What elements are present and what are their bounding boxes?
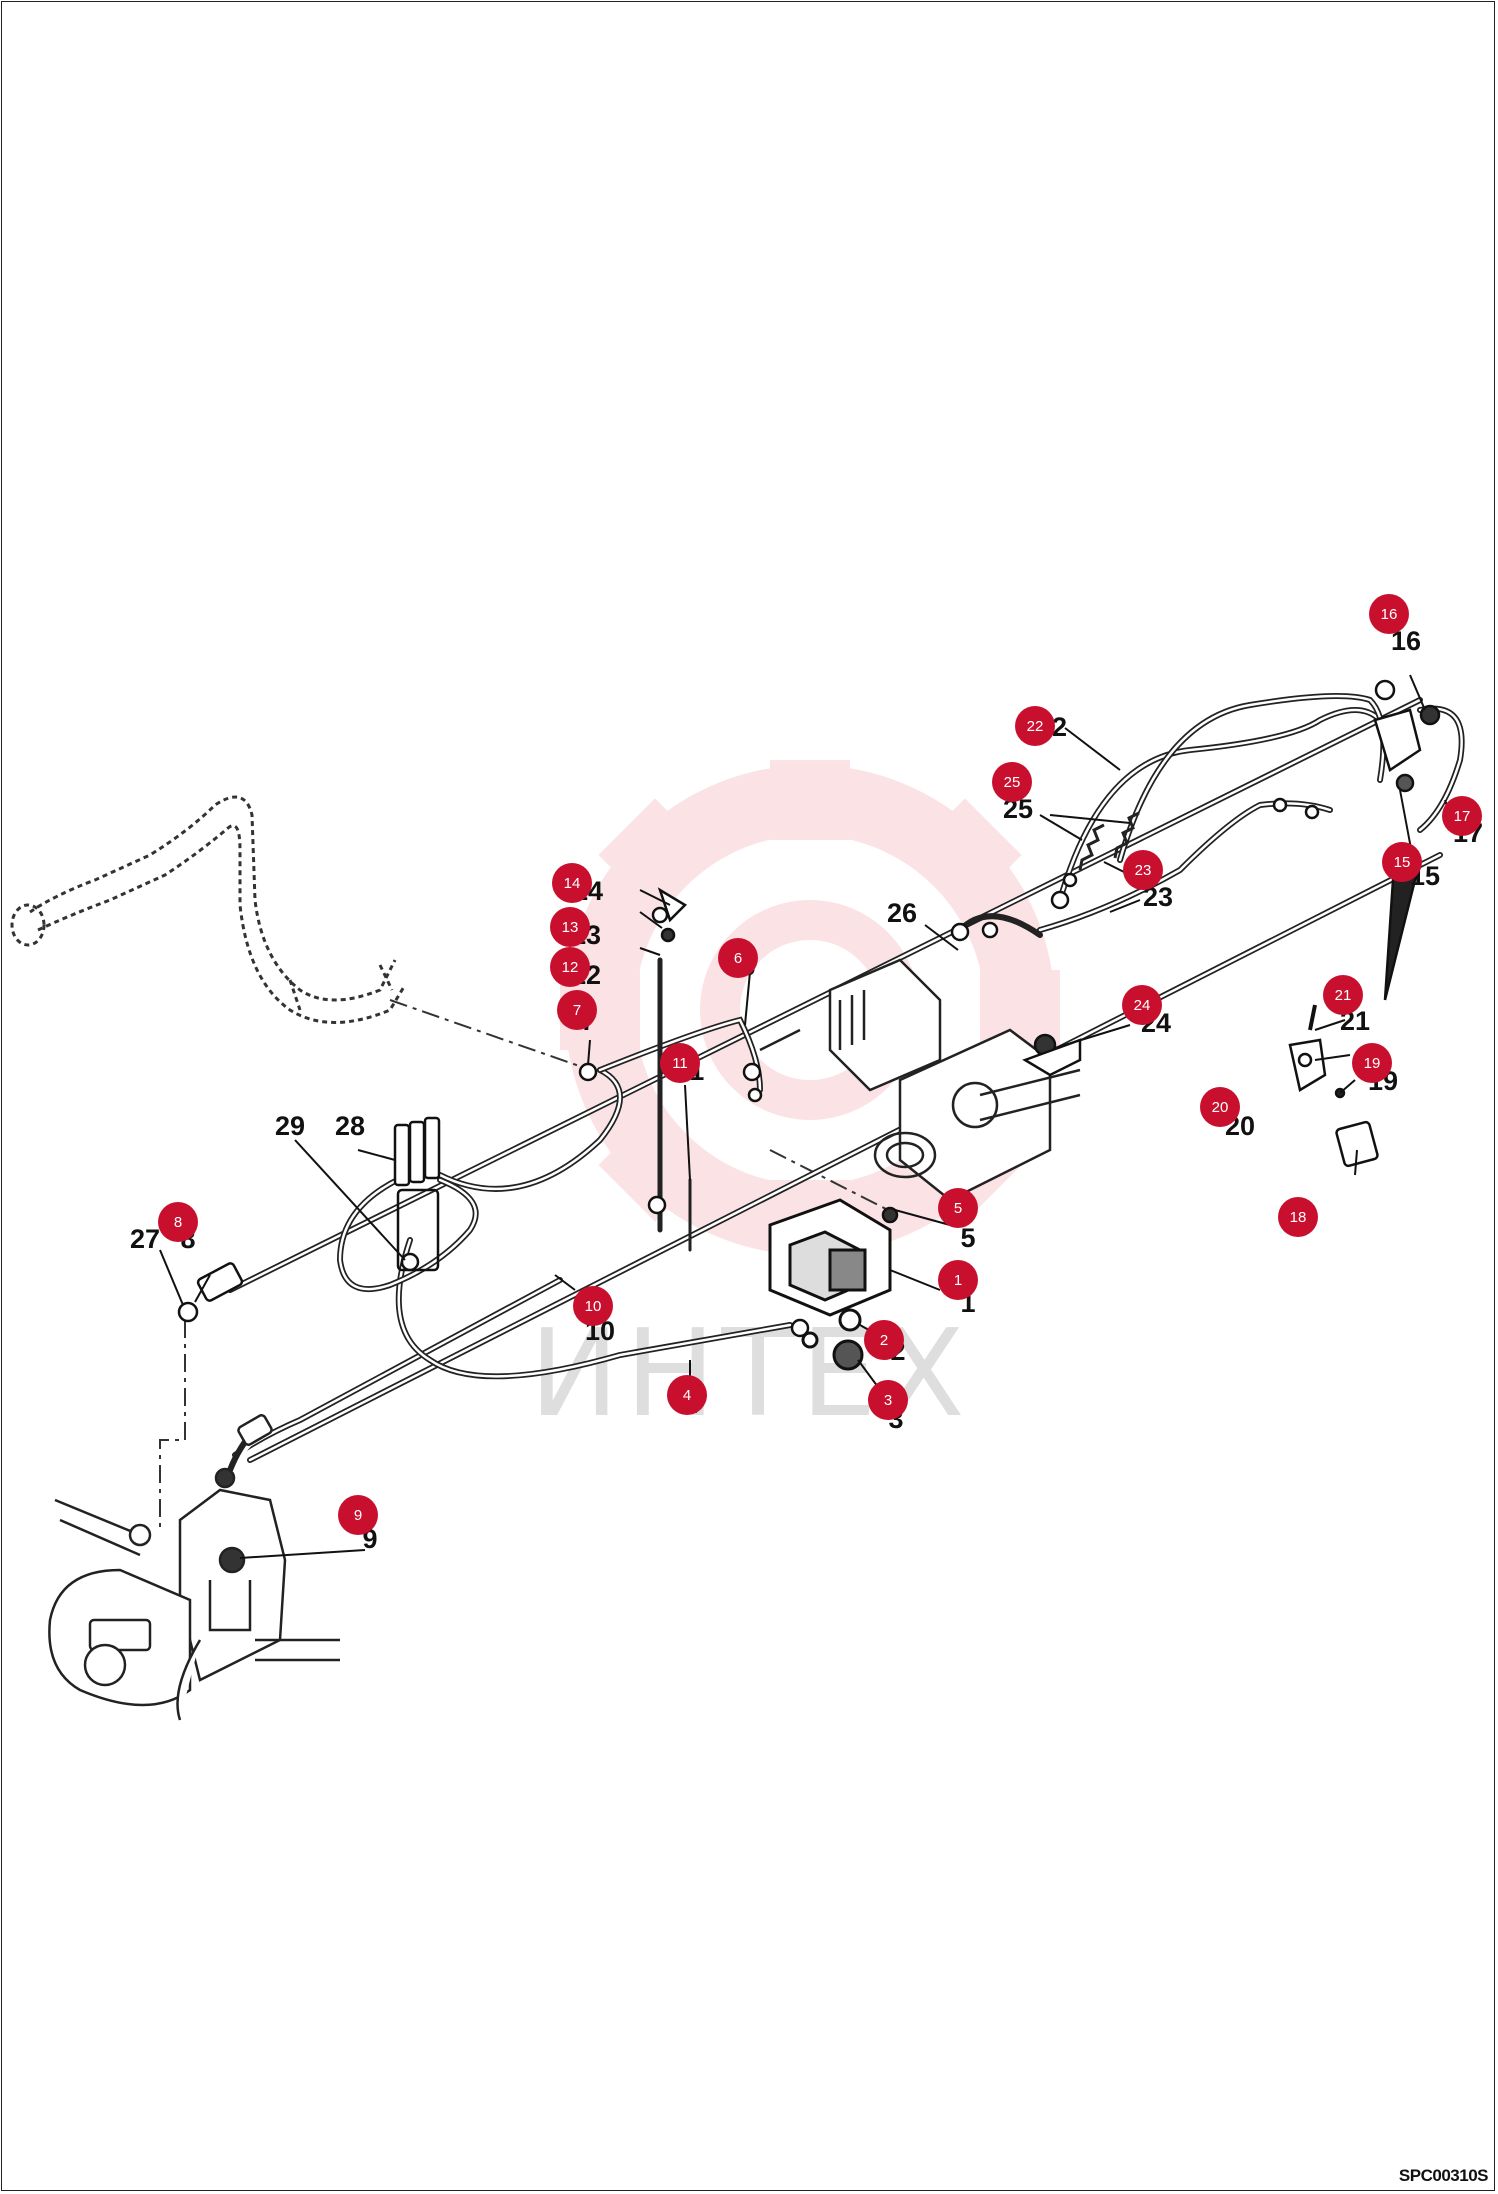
item-number-28: 28 — [335, 1111, 365, 1141]
callout-bubble-1[interactable]: 1 — [938, 1260, 978, 1300]
pump-assembly — [768, 1198, 892, 1371]
callout-bubble-19[interactable]: 19 — [1352, 1043, 1392, 1083]
callout-bubble-12[interactable]: 12 — [550, 947, 590, 987]
callout-circle — [864, 1320, 904, 1360]
callout-circle — [1015, 706, 1055, 746]
item-number-27: 27 — [130, 1224, 160, 1254]
callout-bubbles: 1234567891011121314151617181920212223242… — [158, 594, 1482, 1535]
callout-bubble-21[interactable]: 21 — [1323, 975, 1363, 1015]
callout-label: 19 — [1364, 1055, 1381, 1072]
callout-label: 3 — [884, 1392, 892, 1409]
callout-circle — [667, 1375, 707, 1415]
callout-label: 1 — [954, 1272, 962, 1289]
callout-circle — [1278, 1197, 1318, 1237]
callout-circle — [158, 1202, 198, 1242]
callout-bubble-8[interactable]: 8 — [158, 1202, 198, 1242]
callout-label: 9 — [354, 1507, 362, 1524]
item-number-29: 29 — [275, 1111, 305, 1141]
callout-circle — [1382, 842, 1422, 882]
callout-circle — [1369, 594, 1409, 634]
callout-bubble-4[interactable]: 4 — [667, 1375, 707, 1415]
hose-bundle-fittings — [393, 1116, 441, 1272]
watermark-gear-logo — [560, 760, 1060, 1260]
drawing-code: SPC00310S — [1398, 2166, 1489, 2185]
dash-dot-guide-lines — [159, 999, 889, 1530]
control-valve-block — [759, 958, 1081, 1202]
callout-bubble-24[interactable]: 24 — [1122, 985, 1162, 1025]
callout-label: 11 — [672, 1055, 688, 1072]
callout-circle — [1122, 985, 1162, 1025]
callout-bubble-9[interactable]: 9 — [338, 1495, 378, 1535]
callout-circle — [1200, 1087, 1240, 1127]
callout-label: 23 — [1135, 862, 1152, 879]
item-number-5: 5 — [960, 1223, 975, 1253]
callout-label: 2 — [880, 1332, 888, 1349]
callout-circle — [1352, 1043, 1392, 1083]
callout-circle — [1323, 975, 1363, 1015]
callout-bubble-18[interactable]: 18 — [1278, 1197, 1318, 1237]
callout-bubble-25[interactable]: 25 — [992, 762, 1032, 802]
callout-circle — [557, 990, 597, 1030]
callout-bubble-6[interactable]: 6 — [718, 938, 758, 978]
callout-label: 13 — [562, 919, 579, 936]
callout-bubble-3[interactable]: 3 — [868, 1380, 908, 1420]
right-valve-parts — [1288, 679, 1441, 1168]
callout-bubble-13[interactable]: 13 — [550, 907, 590, 947]
callout-label: 5 — [954, 1200, 962, 1217]
callout-circle — [660, 1043, 700, 1083]
callout-label: 17 — [1454, 808, 1471, 825]
dashed-attachment-outline — [10, 795, 407, 1024]
callout-label: 18 — [1290, 1209, 1307, 1226]
callout-circle — [938, 1260, 978, 1300]
callout-circle — [550, 947, 590, 987]
callout-bubble-7[interactable]: 7 — [557, 990, 597, 1030]
callout-circle — [552, 863, 592, 903]
callout-bubble-10[interactable]: 10 — [573, 1286, 613, 1326]
spring-guards — [1078, 811, 1140, 871]
callout-circle — [550, 907, 590, 947]
callout-bubble-23[interactable]: 23 — [1123, 850, 1163, 890]
callout-label: 4 — [683, 1387, 691, 1404]
callout-label: 15 — [1394, 854, 1411, 871]
fitting-8 — [177, 1262, 244, 1323]
callout-bubble-16[interactable]: 16 — [1369, 594, 1409, 634]
callout-label: 16 — [1381, 606, 1398, 623]
callout-bubble-20[interactable]: 20 — [1200, 1087, 1240, 1127]
callout-label: 24 — [1134, 997, 1151, 1014]
callout-label: 6 — [734, 950, 742, 967]
callout-circle — [1442, 796, 1482, 836]
callout-label: 8 — [174, 1214, 182, 1231]
callout-circle — [868, 1380, 908, 1420]
callout-label: 22 — [1027, 718, 1044, 735]
callout-circle — [338, 1495, 378, 1535]
callout-circle — [938, 1188, 978, 1228]
callout-circle — [573, 1286, 613, 1326]
callout-label: 21 — [1335, 987, 1352, 1004]
callout-label: 20 — [1212, 1099, 1229, 1116]
callout-bubble-5[interactable]: 5 — [938, 1188, 978, 1228]
travel-motor-assembly — [48, 1414, 340, 1721]
callout-label: 7 — [573, 1002, 581, 1019]
small-fittings — [400, 797, 1320, 1338]
callout-circle — [718, 938, 758, 978]
callout-circle — [1123, 850, 1163, 890]
callout-bubble-2[interactable]: 2 — [864, 1320, 904, 1360]
callout-label: 14 — [564, 875, 581, 892]
callout-bubble-22[interactable]: 22 — [1015, 706, 1055, 746]
item-number-26: 26 — [887, 898, 917, 928]
callout-label: 12 — [562, 959, 579, 976]
callout-label: 25 — [1004, 774, 1021, 791]
callout-bubble-14[interactable]: 14 — [552, 863, 592, 903]
callout-bubble-15[interactable]: 15 — [1382, 842, 1422, 882]
callout-bubble-11[interactable]: 11 — [660, 1043, 700, 1083]
callout-bubble-17[interactable]: 17 — [1442, 796, 1482, 836]
callout-circle — [992, 762, 1032, 802]
callout-label: 10 — [585, 1298, 602, 1315]
